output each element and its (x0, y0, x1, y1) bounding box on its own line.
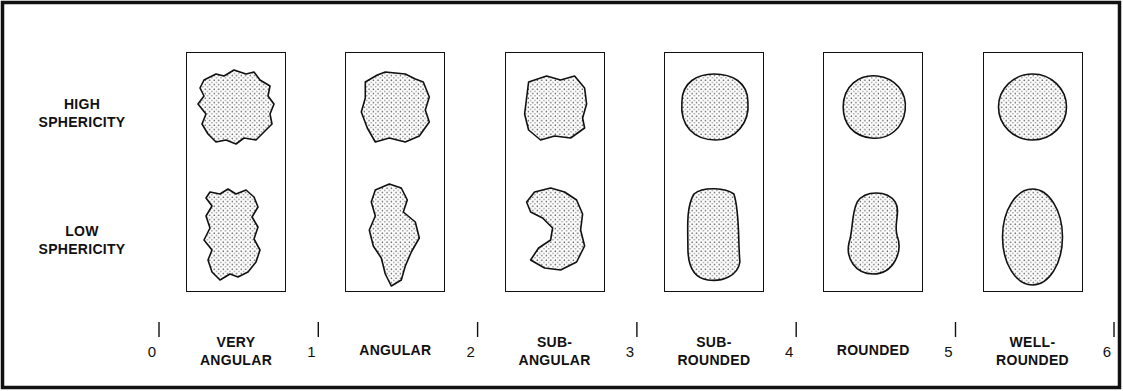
roundness-label: VERY ANGULAR (200, 334, 272, 369)
scale-number: 2 (466, 344, 474, 361)
row-label: LOW SPHERICITY (38, 223, 125, 258)
row-label: HIGH SPHERICITY (38, 96, 125, 131)
roundness-frame: WELL- ROUNDED (983, 52, 1083, 292)
label-holder: 0 (148, 344, 156, 361)
label-holder: ROUNDED (837, 342, 910, 360)
scale-tick (477, 322, 478, 337)
grain-shape (204, 189, 260, 280)
roundness-label: WELL- ROUNDED (996, 334, 1069, 369)
grain-shape (369, 184, 419, 286)
scale-tick (955, 322, 956, 337)
roundness-label: SUB- ANGULAR (519, 334, 591, 369)
outer-border (3, 3, 1120, 388)
scale-tick (158, 322, 159, 337)
scale-tick (636, 322, 637, 337)
label-holder: 3 (626, 344, 634, 361)
roundness-label: ANGULAR (359, 342, 431, 360)
grain-shape (843, 76, 905, 138)
grain-shape (999, 74, 1067, 140)
grain-shape (527, 188, 585, 270)
grain-shape (525, 76, 587, 140)
label-holder: 6 (1103, 344, 1111, 361)
label-holder: WELL- ROUNDED (996, 334, 1069, 369)
label-holder: 2 (466, 344, 474, 361)
roundness-frame: SUB- ANGULAR (505, 52, 605, 292)
scale-number: 1 (307, 344, 315, 361)
grain-shape (682, 74, 748, 140)
scale-number: 5 (944, 344, 952, 361)
roundness-label: SUB- ROUNDED (677, 334, 750, 369)
grain-shape (688, 189, 740, 281)
scale-number: 0 (148, 344, 156, 361)
scale-tick (318, 322, 319, 337)
scale-number: 3 (626, 344, 634, 361)
roundness-frame: ANGULAR (345, 52, 445, 292)
label-holder: ANGULAR (359, 342, 431, 360)
scale-tick (796, 322, 797, 337)
grain-shape (848, 193, 899, 274)
grain-shape (361, 72, 429, 142)
label-holder: SUB- ROUNDED (677, 334, 750, 369)
label-holder: 5 (944, 344, 952, 361)
label-holder: VERY ANGULAR (200, 334, 272, 369)
label-holder: 4 (785, 344, 793, 361)
label-holder: HIGH SPHERICITY (38, 96, 125, 131)
grain-shape (198, 70, 274, 144)
scale-number: 4 (785, 344, 793, 361)
roundness-frame: VERY ANGULAR (186, 52, 286, 292)
label-holder: LOW SPHERICITY (38, 223, 125, 258)
roundness-label: ROUNDED (837, 342, 910, 360)
scale-number: 6 (1103, 344, 1111, 361)
grain-shape (1003, 189, 1063, 285)
roundness-frame: SUB- ROUNDED (664, 52, 764, 292)
label-holder: 1 (307, 344, 315, 361)
roundness-frame: ROUNDED (823, 52, 923, 292)
scale-tick (1113, 322, 1114, 337)
label-holder: SUB- ANGULAR (519, 334, 591, 369)
